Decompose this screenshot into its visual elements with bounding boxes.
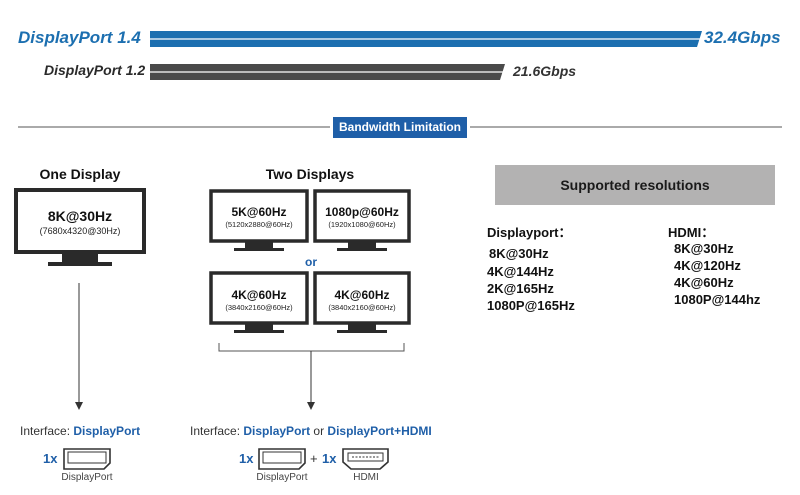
interface-displayport: DisplayPort: [73, 424, 141, 438]
two-displays-count-a: 1x: [239, 451, 254, 466]
interface-or: or: [310, 424, 328, 438]
monitor-one-display: [14, 188, 146, 266]
displayport-icon-two: [258, 448, 306, 470]
monitor-bottom-right-resolution: 4K@60Hz: [334, 288, 390, 302]
monitor-top-left-detail: (5120x2880@60Hz): [225, 220, 293, 229]
bandwidth-limitation-label: Bandwidth Limitation: [333, 117, 467, 138]
hdmi-icon: [342, 448, 389, 470]
two-displays-count-b: 1x: [322, 451, 337, 466]
dp12-label: DisplayPort 1.2: [44, 62, 146, 78]
one-display-resolution: 8K@30Hz: [47, 208, 113, 224]
dp-resolution-3: 2K@165Hz: [487, 281, 554, 296]
hdmi-resolution-2: 4K@120Hz: [674, 258, 741, 273]
two-displays-interface: Interface: DisplayPort or DisplayPort+HD…: [190, 424, 432, 438]
dp12-bandwidth-bar: [150, 64, 505, 80]
supported-resolutions-header: Supported resolutions: [495, 165, 775, 205]
one-display-count: 1x: [43, 451, 58, 466]
dp-resolution-2: 4K@144Hz: [487, 264, 554, 279]
displayport-icon-one: [63, 448, 111, 470]
hdmi-resolution-4: 1080P@144hz: [674, 292, 761, 307]
monitor-top-right-detail: (1920x1080@60Hz): [328, 220, 396, 229]
monitor-top-left: [209, 189, 309, 251]
interface-prefix: Interface:: [20, 424, 74, 438]
dp-resolution-1: 8K@30Hz: [489, 246, 549, 261]
dp-resolution-4: 1080P@165Hz: [487, 298, 575, 313]
monitor-bottom-right: [313, 271, 411, 333]
displayport-heading: Displayport：: [487, 225, 572, 240]
monitor-top-right-resolution: 1080p@60Hz: [325, 205, 399, 219]
interface-displayport: DisplayPort: [243, 424, 311, 438]
displayport-label: DisplayPort: [256, 472, 308, 483]
hdmi-resolution-1: 8K@30Hz: [674, 241, 734, 256]
monitor-bottom-left-detail: (3840x2160@60Hz): [225, 303, 293, 312]
dp14-bandwidth-bar: [150, 31, 702, 47]
hdmi-label: HDMI: [353, 472, 379, 483]
hdmi-resolution-3: 4K@60Hz: [674, 275, 734, 290]
dp14-value: 32.4Gbps: [704, 28, 781, 47]
one-display-port-label: DisplayPort: [61, 472, 113, 483]
interface-prefix: Interface:: [190, 424, 244, 438]
hdmi-heading: HDMI：: [668, 225, 715, 240]
monitor-bottom-right-detail: (3840x2160@60Hz): [328, 303, 396, 312]
dp12-value: 21.6Gbps: [513, 63, 577, 79]
monitor-top-right: [313, 189, 411, 251]
interface-displayport-hdmi: DisplayPort+HDMI: [327, 424, 432, 438]
two-displays-title: Two Displays: [265, 166, 355, 182]
one-display-title: One Display: [39, 166, 121, 182]
dp14-label: DisplayPort 1.4: [18, 28, 141, 47]
or-label: or: [305, 255, 317, 269]
monitor-bottom-left-resolution: 4K@60Hz: [231, 288, 287, 302]
plus-sign: +: [310, 451, 318, 466]
one-display-resolution-detail: (7680x4320@30Hz): [39, 226, 121, 236]
bracket-two-displays: [218, 343, 405, 410]
monitor-top-left-resolution: 5K@60Hz: [231, 205, 287, 219]
monitor-bottom-left: [209, 271, 309, 333]
one-display-interface: Interface: DisplayPort: [20, 424, 140, 438]
arrow-one-display: [75, 283, 83, 410]
